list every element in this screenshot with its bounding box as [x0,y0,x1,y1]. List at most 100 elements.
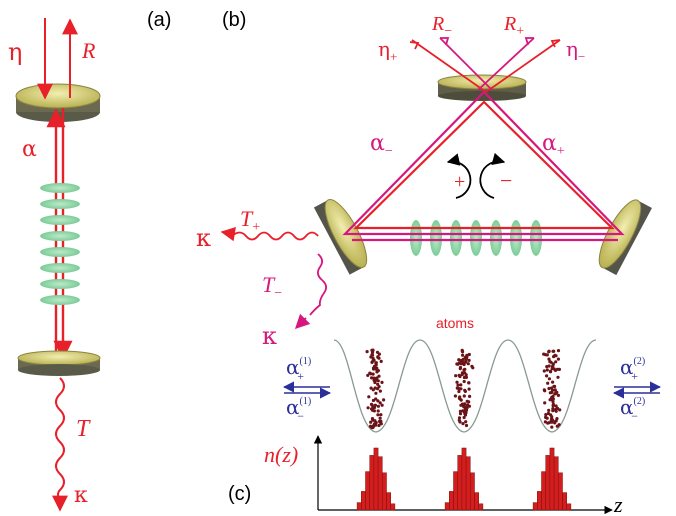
atom-dot [371,388,375,392]
T-plus-wave [231,231,319,241]
optical-potential [333,339,597,433]
atom-dot [457,389,461,394]
z-label: z [613,492,623,516]
atom-dot [545,365,549,369]
atom-dot [547,364,551,368]
atom-dot [553,353,557,357]
atom-dot [464,375,468,379]
histogram-bar [365,471,370,511]
histogram-bar [541,471,546,511]
atom-dot [553,388,557,392]
atom-dot [376,379,380,383]
panel-b: (b) [196,9,652,350]
atom-dot [460,349,464,353]
atom-dot [365,350,369,354]
atom-dot [455,362,459,366]
atom-dot [377,385,381,389]
atom-dot [370,376,374,380]
atom-dot [377,374,381,378]
atom-dot [376,404,380,408]
atom-dot [546,381,550,385]
atom-dot [463,367,467,371]
histogram-bar [478,503,484,511]
atom-dot [457,416,462,420]
atom-dot [464,407,468,411]
R-minus-beam [439,37,493,91]
atom-dot [467,381,471,385]
atom-dot [467,387,471,391]
atom-dot [553,420,557,424]
kappa-label-a: κ [74,483,88,508]
atom-dot [468,394,472,398]
panel-c: atoms α(1)+ α(1)− α(2)+ α(2)− n(z) z (c) [228,315,662,516]
atom-dot [550,420,554,424]
atom-dot [544,415,548,419]
atom-dot [382,398,386,402]
atom-dot [380,403,384,407]
panel-c-label: (c) [228,483,251,505]
atom-dot [555,390,559,394]
atom-dot [551,404,555,408]
atom-dot [458,367,462,371]
alpha-label-a: α [22,137,37,162]
atom-dot [379,413,383,417]
T-minus-label: T− [262,272,282,301]
alpha-right-bottom: α(2)− [620,395,645,423]
atom-dot [366,406,370,410]
atom-dot [371,359,375,363]
atom-dot [461,422,465,426]
atom-dot [456,383,460,387]
atom-dot [461,353,465,357]
histogram-bar [474,492,479,511]
atom-dot [454,374,458,378]
histogram-bar [553,456,559,511]
atom-dot [378,389,382,393]
atom-dot [379,419,383,423]
histogram-bar [361,491,366,511]
histogram-bar [562,492,567,511]
atom-dot [464,420,468,424]
mode-plus-indicator: + [446,153,472,199]
atom-dot [555,424,559,428]
ring-mode-plus [353,100,615,230]
eta-minus-label: η− [566,37,585,64]
atom-dot [467,358,471,362]
histogram-bar [390,503,396,511]
kappa-plus-label: κ [196,224,211,252]
atom-dot [376,369,380,373]
mode-minus-indicator: − [479,152,512,199]
histogram-bar [382,472,387,511]
atom-dot [367,395,371,399]
atom-dot [378,416,382,420]
atom-dot [553,384,557,389]
panel-a: (a) η R α [8,9,171,512]
atom-dot [376,382,380,386]
atom-dot [547,377,552,381]
atom-dot [371,398,375,403]
kappa-minus-label: κ [262,322,277,350]
histogram-bar [386,492,391,511]
atom-dot [377,423,381,428]
atom-dot [373,403,377,407]
atom-dot [464,360,468,364]
histogram-bar [449,491,454,511]
atom-dot [547,386,551,391]
atom-dot [467,352,471,357]
atom-dot [465,399,469,403]
atom-dot [547,349,551,353]
atom-dot [377,352,381,356]
atom-dot [455,380,459,384]
histogram-bar [356,502,362,511]
atom-dot [550,418,555,422]
panel-b-label: (b) [222,9,246,31]
atom-dot [550,367,554,371]
atom-dot [550,398,555,402]
histogram-bar [566,503,572,511]
histogram-bar [465,456,471,511]
atom-dot [459,398,463,402]
T-label-a: T [76,416,91,442]
atom-dot [459,383,463,387]
atom-dot [374,361,378,365]
atom-dot [542,352,546,356]
atom-dot [369,372,373,376]
